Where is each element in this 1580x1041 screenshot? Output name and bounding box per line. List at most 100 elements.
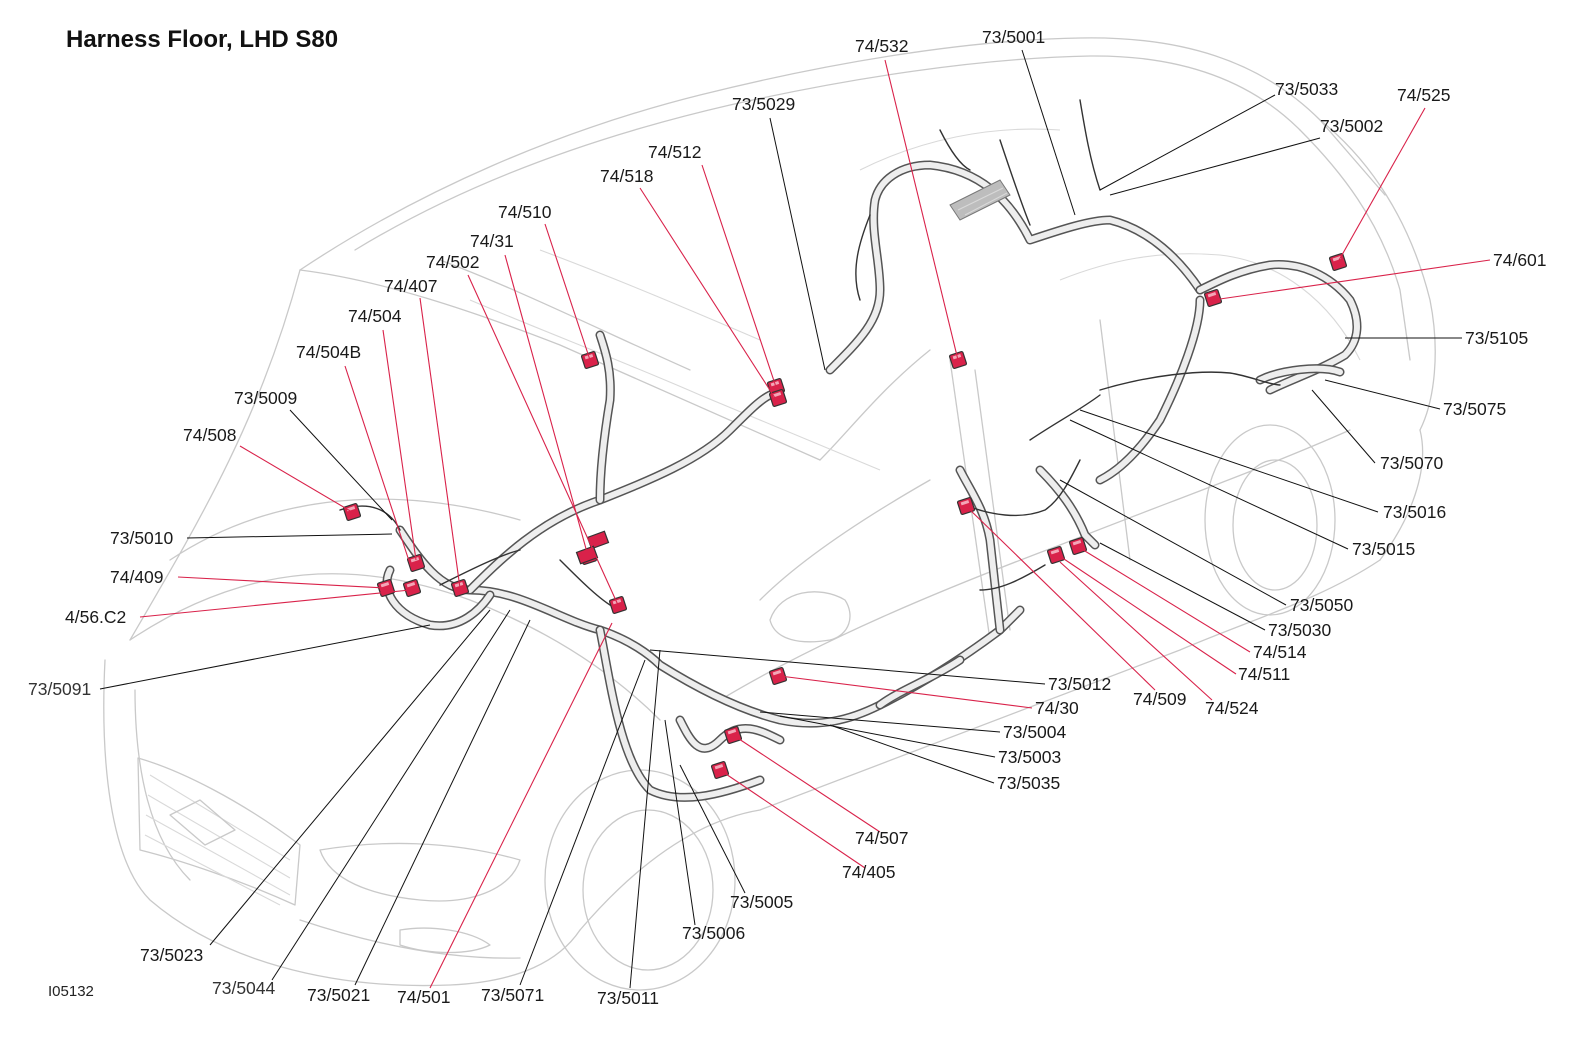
c-73-5021-label: 73/5021 [307,985,370,1005]
c-74-502-label: 74/502 [426,252,480,272]
leader-lines [99,49,1491,989]
diagram-title: Harness Floor, LHD S80 [66,26,339,53]
c-73-5009-label: 73/5009 [234,388,297,408]
callout-labels: 74/532 73/5001 73/5033 74/525 73/5002 73/5029… [28,27,1547,1008]
c-74-601-leader [1212,259,1491,301]
c-74-501-label: 74/501 [397,987,451,1007]
c-74-31-label: 74/31 [470,231,514,251]
c-74-504-connector-highlight [410,557,420,563]
c-73-5023-leader [209,609,491,946]
c-73-5035-leader [829,724,995,784]
c-73-5091-leader [99,624,431,690]
c-74-507-connector-highlight [727,729,737,735]
c-73-5002-label: 73/5002 [1320,116,1383,136]
c-73-5011-leader [629,649,661,989]
c-74-405-leader [719,769,866,869]
c-74-514-label: 74/514 [1253,642,1307,662]
c-74-30-leader [779,675,1033,709]
c-74-31-leader [504,254,589,557]
c-74-508-label: 74/508 [183,425,237,445]
c-73-5012-label: 73/5012 [1048,674,1111,694]
c-73-5004-leader [759,711,1001,733]
car-outline [103,37,1436,991]
c-73-5070-leader [1311,389,1376,464]
c-73-5016-leader [1079,409,1379,513]
c-74-601-connector-highlight [1207,292,1217,298]
c-74-508-connector [342,502,362,522]
c-74-525-leader [1337,107,1426,263]
c-74-511-label: 74/511 [1238,664,1290,684]
c-73-5030-leader [1099,542,1266,631]
c-73-5023-label: 73/5023 [140,945,203,965]
c-73-5044-label: 73/5044 [212,978,276,998]
c-74-525-label: 74/525 [1397,85,1451,105]
c-74-524-leader [1059,561,1213,701]
c-74-511-connector-highlight [1050,549,1060,555]
c-74-510-leader [544,223,591,361]
c-73-5091-label: 73/5091 [28,679,91,699]
c-73-5006-label: 73/5006 [682,923,745,943]
c-74-502-leader [467,274,619,606]
c-74-518-leader [639,187,776,399]
c-74-511-connector [1046,545,1066,565]
c-74-518-connector-highlight [772,392,782,398]
c-73-5029-label: 73/5029 [732,94,795,114]
image-id: I05132 [48,983,94,1000]
c-74-501-leader [429,622,613,989]
c-74-409-leader [177,576,386,589]
c-74-511-leader [1057,554,1237,675]
c-74-504-label: 74/504 [348,306,402,326]
c-4-56-c2-leader [139,589,411,618]
c-74-601-label: 74/601 [1493,250,1547,270]
c-74-512-label: 74/512 [648,142,702,162]
c-74-524-label: 74/524 [1205,698,1259,718]
c-73-5001-label: 73/5001 [982,27,1045,47]
c-74-514-leader [1079,547,1251,653]
c-74-504-leader [382,329,417,561]
c-74-407-connector-highlight [454,582,464,588]
c-74-514-connector-highlight [1072,540,1082,546]
c-74-508-leader [239,445,353,513]
c-73-5003-label: 73/5003 [998,747,1061,767]
c-74-407-label: 74/407 [384,276,438,296]
c-73-5033-leader [1099,94,1276,191]
c-74-510-label: 74/510 [498,202,552,222]
c-73-5050-label: 73/5050 [1290,595,1354,615]
c-73-5029-leader [769,117,826,371]
c-4-56-c2-connector-highlight [406,582,416,588]
c-73-5105-label: 73/5105 [1465,328,1528,348]
c-73-5044-leader [271,609,511,981]
c-74-512-leader [701,164,777,388]
c-73-5071-label: 73/5071 [481,985,544,1005]
c-74-518-connector [768,388,788,408]
c-74-525-connector-highlight [1332,256,1342,262]
c-4-56-c2-label: 4/56.C2 [65,607,126,627]
c-74-514-connector [1068,536,1088,556]
c-74-509-label: 74/509 [1133,689,1187,709]
c-74-504b-leader [344,365,413,571]
c-74-507-label: 74/507 [855,828,909,848]
c-74-30-connector [768,666,788,686]
c-74-507-leader [732,734,881,833]
c-73-5071-leader [519,659,646,986]
c-73-5015-label: 73/5015 [1352,539,1415,559]
c-73-5010-leader [186,533,393,539]
c-73-5004-label: 73/5004 [1003,722,1067,742]
connectors [342,252,1348,780]
c-73-5033-label: 73/5033 [1275,79,1338,99]
aux-connector-1 [575,545,599,565]
c-73-5012-leader [649,649,1046,685]
c-74-30-label: 74/30 [1035,698,1079,718]
c-74-409-connector-highlight [380,582,390,588]
c-73-5003-leader [779,715,996,758]
c-73-5050-leader [1059,479,1287,606]
c-73-5010-label: 73/5010 [110,528,174,548]
c-73-5001-leader [1021,49,1076,216]
c-74-532-leader [884,59,959,361]
c-73-5015-leader [1069,419,1349,550]
c-74-30-connector-highlight [772,670,782,676]
c-73-5030-label: 73/5030 [1268,620,1332,640]
c-74-532-label: 74/532 [855,36,909,56]
c-74-504b-label: 74/504B [296,342,361,362]
c-74-504-connector [406,553,426,573]
